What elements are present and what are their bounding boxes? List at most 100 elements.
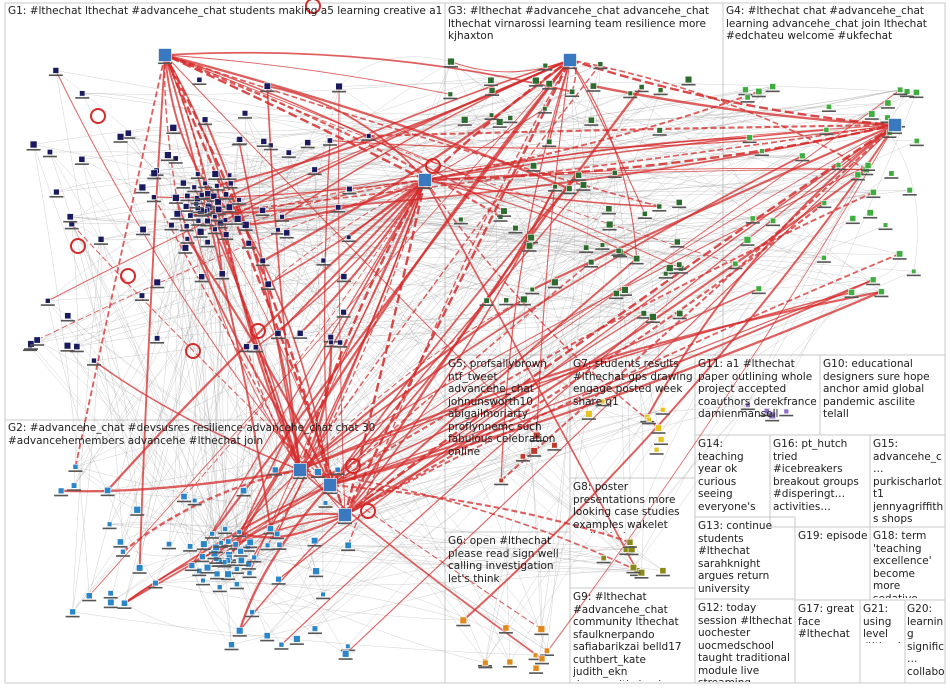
network-node-label-mark (323, 345, 338, 348)
edge-red-hub (298, 179, 427, 471)
network-node (744, 94, 751, 101)
edge-gray (177, 213, 324, 261)
edge-gray (122, 150, 763, 552)
group-label-g14: G14: teaching year ok curious seeing eve… (698, 438, 765, 514)
edge-red (329, 483, 631, 544)
network-node-label-mark (547, 286, 562, 289)
edge-red (344, 253, 900, 516)
network-node (656, 203, 663, 210)
hub-node (418, 173, 432, 187)
network-node-label-mark (307, 544, 322, 547)
edge-gray (499, 121, 899, 134)
network-node (227, 180, 234, 187)
network-node (246, 538, 254, 546)
edge-gray (73, 231, 201, 486)
network-node-label-mark (183, 550, 198, 552)
network-node-label-mark (909, 96, 924, 99)
network-node-label-mark (909, 144, 924, 147)
network-node (106, 521, 113, 527)
network-node-label-mark (67, 489, 82, 491)
network-node (79, 90, 86, 97)
network-node (537, 625, 546, 633)
network-node (252, 344, 259, 351)
network-node-label-mark (795, 159, 810, 162)
network-node-label-mark (248, 350, 263, 353)
network-node-label-mark (209, 551, 224, 554)
network-node-label-mark (494, 483, 509, 486)
network-node (279, 214, 285, 220)
network-node-label-mark (307, 173, 322, 176)
network-node (200, 540, 208, 548)
edge-gray (202, 419, 650, 557)
edge-gray (247, 409, 663, 547)
group-label-g7: G7: students results #lthechat gps drawi… (573, 358, 693, 408)
network-node-label-mark (307, 632, 322, 635)
nodes (23, 0, 924, 674)
network-node (180, 493, 188, 500)
edge-red-hub (343, 179, 427, 516)
network-node (657, 436, 665, 443)
network-node (191, 184, 197, 190)
edge-gray (142, 229, 648, 418)
edge-gray (249, 273, 666, 574)
network-node (154, 335, 161, 342)
network-node-label-mark (236, 494, 251, 497)
edge-gray (485, 172, 616, 663)
network-node (732, 260, 739, 267)
edge-gray (229, 206, 678, 243)
network-node-label-mark (232, 535, 247, 537)
network-node (335, 82, 343, 91)
edge-gray (249, 210, 505, 574)
edge-gray (67, 315, 276, 471)
network-node-label-mark (596, 561, 611, 564)
network-node (530, 447, 538, 455)
network-node (322, 500, 329, 506)
network-node (483, 297, 490, 304)
edge-gray (81, 93, 324, 595)
network-node (168, 222, 175, 229)
network-node (183, 223, 190, 230)
network-node (204, 190, 212, 198)
network-node-label-mark (318, 506, 333, 508)
network-node-label-mark (228, 548, 243, 550)
network-node (283, 229, 291, 237)
network-node (496, 118, 504, 126)
edge-gray (823, 169, 867, 258)
edge-gray (71, 182, 184, 225)
network-node (234, 566, 240, 572)
network-node (210, 192, 218, 200)
network-node (340, 273, 348, 280)
network-node-label-mark (42, 155, 57, 158)
network-node-label-mark (525, 292, 540, 295)
network-node (196, 76, 203, 83)
edge-gray (207, 121, 500, 194)
group-label-g9: G9: #lthechat #advancehe_chat community … (573, 591, 682, 681)
network-node (216, 584, 223, 590)
network-node (460, 116, 469, 124)
edge-gray (75, 220, 208, 467)
edge-red (207, 209, 346, 516)
network-node (327, 334, 334, 341)
edge-gray (55, 70, 202, 196)
network-node (200, 577, 206, 584)
edge-gray (546, 404, 749, 651)
network-node-label-mark (609, 297, 624, 300)
network-node (759, 148, 765, 154)
edge-gray (197, 173, 604, 559)
network-node (66, 213, 74, 221)
self-loop (185, 343, 201, 359)
network-node (529, 286, 535, 293)
network-node (629, 563, 638, 572)
network-node-label-mark (622, 546, 637, 548)
edge-red (299, 164, 869, 471)
network-node-label-mark (534, 662, 549, 665)
network-node-label-mark (522, 250, 537, 252)
network-node (187, 543, 194, 550)
edge-red (267, 179, 426, 546)
edge-gray (247, 545, 663, 571)
network-node-label-mark (309, 575, 324, 578)
network-node (264, 542, 271, 549)
edge-gray (529, 224, 610, 248)
network-node (746, 134, 753, 141)
network-node-label-mark (260, 639, 275, 642)
